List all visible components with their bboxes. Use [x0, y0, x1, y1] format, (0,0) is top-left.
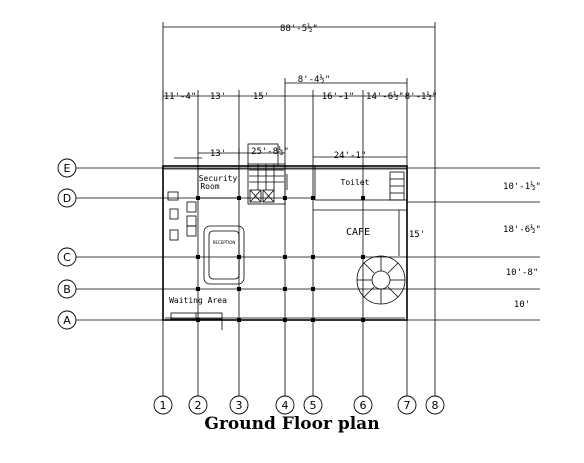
right-dim-1: 10'-1½" — [503, 181, 541, 192]
grid-col-2: 2 — [195, 399, 202, 412]
security-room-label-1: Security — [199, 174, 238, 183]
top-dim-1: 11'-4" — [164, 92, 197, 102]
plan-title: Ground Floor plan — [204, 414, 380, 434]
inner-dim-2: 25'-8½" — [251, 146, 289, 157]
grid-row-d: D — [63, 192, 71, 205]
grid-col-5: 5 — [310, 399, 317, 412]
right-dim-2: 18'-6½" — [503, 224, 541, 235]
top-dim-5: 14'-6½" — [366, 91, 404, 102]
upper-dim: 8'-4½" — [298, 74, 331, 85]
grid-col-8: 8 — [432, 399, 439, 412]
overall-width-dim: 88'-5½" — [280, 23, 318, 34]
waiting-area-label: Waiting Area — [169, 296, 227, 305]
top-dim-2: 13' — [210, 92, 226, 102]
grid-col-3: 3 — [236, 399, 243, 412]
top-dim-4: 16'-1" — [322, 92, 355, 102]
grid-col-1: 1 — [160, 399, 167, 412]
grid-col-4: 4 — [282, 399, 289, 412]
reception-label: RECEPTION — [213, 240, 236, 245]
toilet-label: Toilet — [341, 178, 370, 187]
inner-dim-3: 24'-1" — [334, 151, 367, 161]
top-dim-6: 8'-1½" — [405, 91, 438, 102]
grid-row-b: B — [63, 283, 71, 296]
inner-dim-1: 13' — [210, 149, 226, 159]
cafe-label: CAFE — [346, 227, 370, 238]
grid-row-e: E — [64, 162, 71, 175]
right-dim-4: 10' — [514, 300, 530, 310]
cafe-inner-dim: 15' — [409, 230, 425, 240]
grid-col-7: 7 — [404, 399, 411, 412]
security-room-label-2: Room — [200, 182, 219, 191]
top-dim-3: 15' — [253, 92, 269, 102]
grid-row-a: A — [63, 314, 71, 327]
grid-row-c: C — [63, 251, 71, 264]
right-dim-3: 10'-8" — [506, 268, 539, 278]
grid-col-6: 6 — [360, 399, 367, 412]
